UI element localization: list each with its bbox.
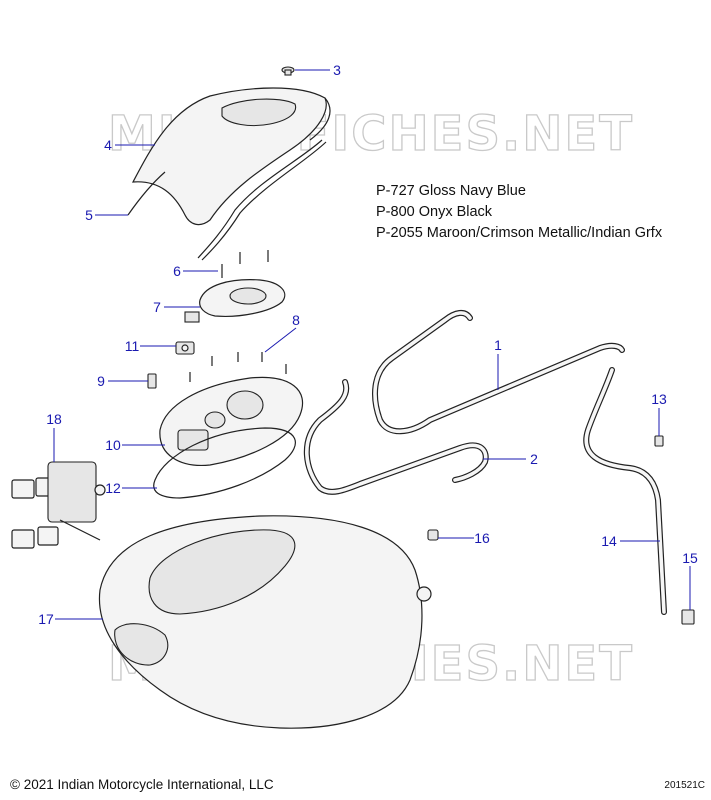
callout-18: 18 <box>46 411 62 427</box>
callout-4: 4 <box>104 137 112 153</box>
paint-code-2: P-800 Onyx Black <box>376 204 493 220</box>
callout-6: 6 <box>173 263 181 279</box>
leader-lines <box>53 69 691 620</box>
callout-7: 7 <box>153 299 161 315</box>
part-console-cover-4 <box>131 87 331 261</box>
callout-15: 15 <box>682 550 698 566</box>
part-gasket-12 <box>153 427 296 499</box>
part-screws-6 <box>221 250 269 278</box>
callout-9: 9 <box>97 373 105 389</box>
part-clamp-16 <box>427 529 439 541</box>
callout-14: 14 <box>601 533 617 549</box>
callout-numbers: 1 2 3 4 5 6 7 8 9 10 11 12 13 14 15 16 1… <box>38 62 698 627</box>
part-fuel-pump-18 <box>11 461 106 549</box>
callout-16: 16 <box>474 530 490 546</box>
part-fuel-tank-17 <box>98 515 432 729</box>
paint-code-3: P-2055 Maroon/Crimson Metallic/Indian Gr… <box>376 225 663 241</box>
callout-3: 3 <box>333 62 341 78</box>
part-clip-9 <box>147 373 157 389</box>
part-trim-5 <box>127 171 166 216</box>
callout-13: 13 <box>651 391 667 407</box>
part-clamp-15 <box>681 609 695 625</box>
part-screw-3 <box>281 66 295 76</box>
part-connector-11 <box>175 341 195 355</box>
callout-8: 8 <box>292 312 300 328</box>
callout-2: 2 <box>530 451 538 467</box>
figure-id: 201521C <box>664 780 705 791</box>
part-vent-hose-1 <box>372 310 625 435</box>
callout-17: 17 <box>38 611 54 627</box>
callout-5: 5 <box>85 207 93 223</box>
callout-10: 10 <box>105 437 121 453</box>
part-hose-2 <box>303 379 489 495</box>
callout-11: 11 <box>125 338 140 354</box>
part-pump-plate-10 <box>159 376 304 467</box>
part-clip-13 <box>654 435 664 447</box>
paint-code-1: P-727 Gloss Navy Blue <box>376 183 526 199</box>
part-drain-hose-14 <box>583 367 667 615</box>
part-bolts-8 <box>189 352 287 382</box>
copyright-notice: © 2021 Indian Motorcycle International, … <box>10 777 274 792</box>
callout-1: 1 <box>494 337 502 353</box>
part-sender-plate-7 <box>184 279 286 323</box>
callout-12: 12 <box>105 480 121 496</box>
